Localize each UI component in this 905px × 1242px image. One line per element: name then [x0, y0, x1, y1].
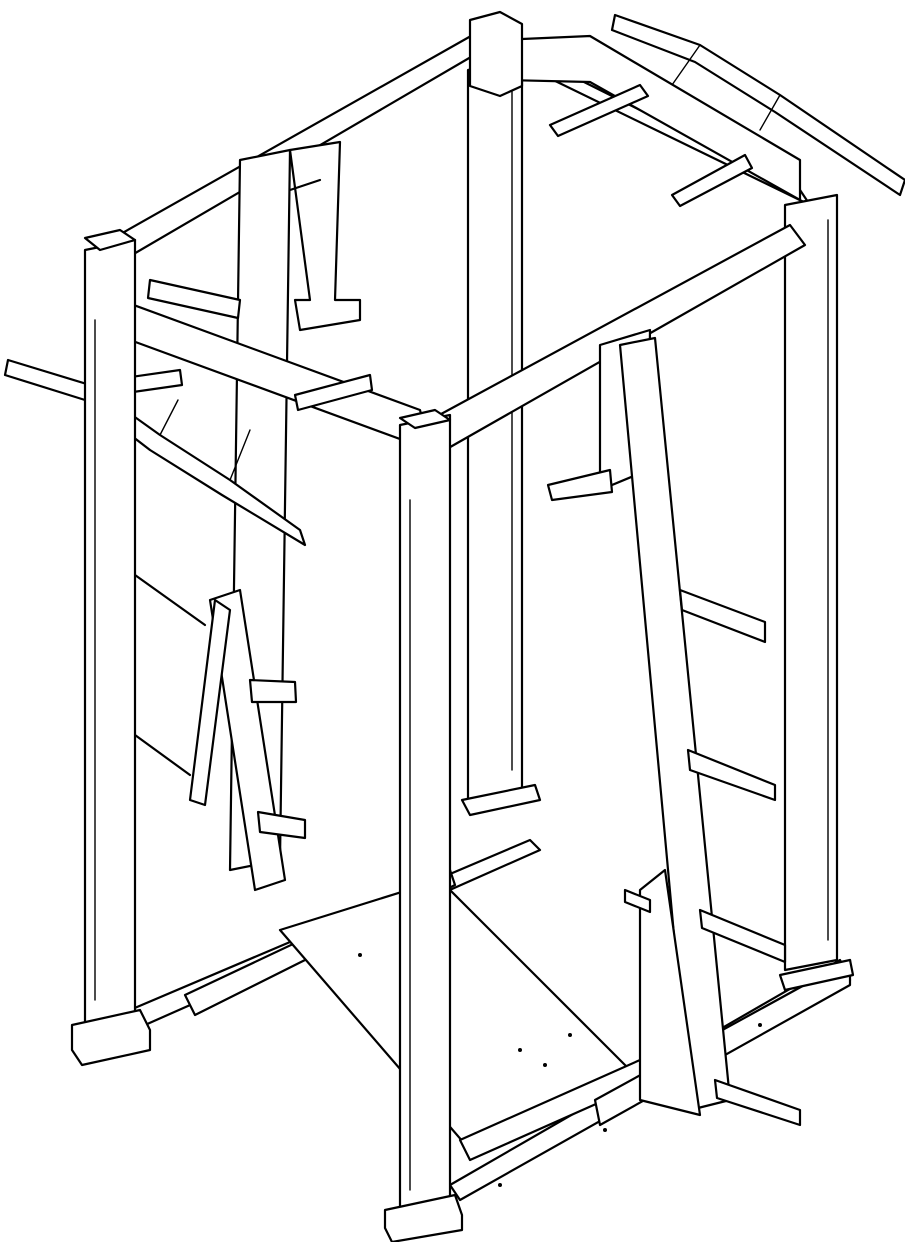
multi-grip-pullup-bar-left	[3, 358, 307, 547]
front-right-upright	[383, 408, 464, 1242]
rear-right-upright	[783, 193, 839, 972]
front-left-upright	[70, 228, 152, 1067]
rear-top-header	[468, 10, 802, 202]
rear-weight-horns	[548, 83, 754, 208]
front-beam-weight-horns	[108, 278, 374, 412]
hanging-bar-holder-left	[288, 140, 362, 332]
left-plate-tree	[188, 588, 307, 892]
bolt-holes	[358, 953, 762, 1187]
rear-feet	[460, 783, 855, 992]
multi-grip-pullup-bar-top	[610, 13, 905, 197]
floor-base-frame	[128, 838, 852, 1202]
left-side-rungs	[133, 573, 207, 777]
right-plate-tree	[618, 336, 802, 1127]
